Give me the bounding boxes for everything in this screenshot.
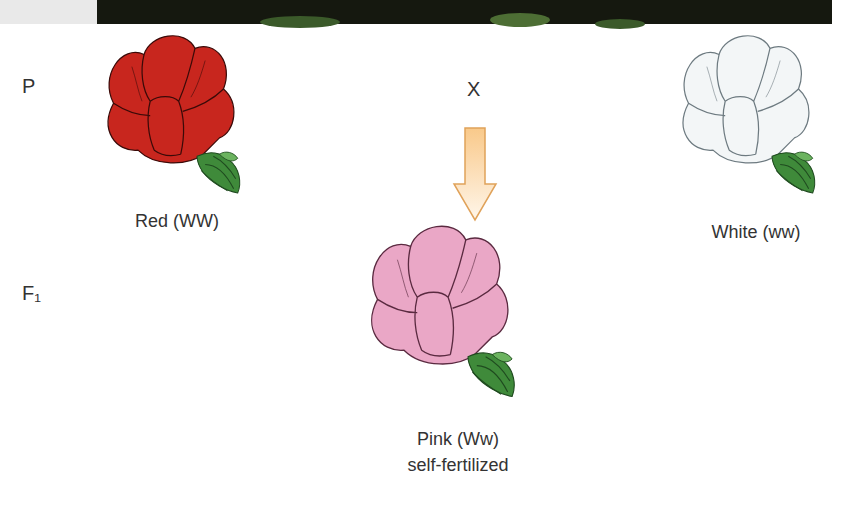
genotype-label: Pink (Ww) self-fertilized [383,426,533,478]
photo-leaf [260,16,340,28]
photo-strip [97,0,832,24]
calyx [772,152,815,193]
photo-leaf [490,13,550,27]
photo-margin [0,0,97,24]
cross-arrow [454,128,496,220]
genotype-label: White (ww) [676,219,836,245]
flower-caption: Pink (Ww) self-fertilized [383,426,533,478]
calyx [197,152,240,193]
white-flower [683,36,809,163]
flower-caption: Red (WW) [97,208,257,234]
generation-label: P [22,74,35,98]
red-flower [108,36,234,163]
pink-flower [372,226,508,364]
flower-caption: White (ww) [676,219,836,245]
cross-symbol: X [467,77,480,101]
generation-label: F₁ [22,281,41,305]
genotype-label: Red (WW) [97,208,257,234]
photo-leaf [595,19,645,29]
calyx [468,352,514,396]
